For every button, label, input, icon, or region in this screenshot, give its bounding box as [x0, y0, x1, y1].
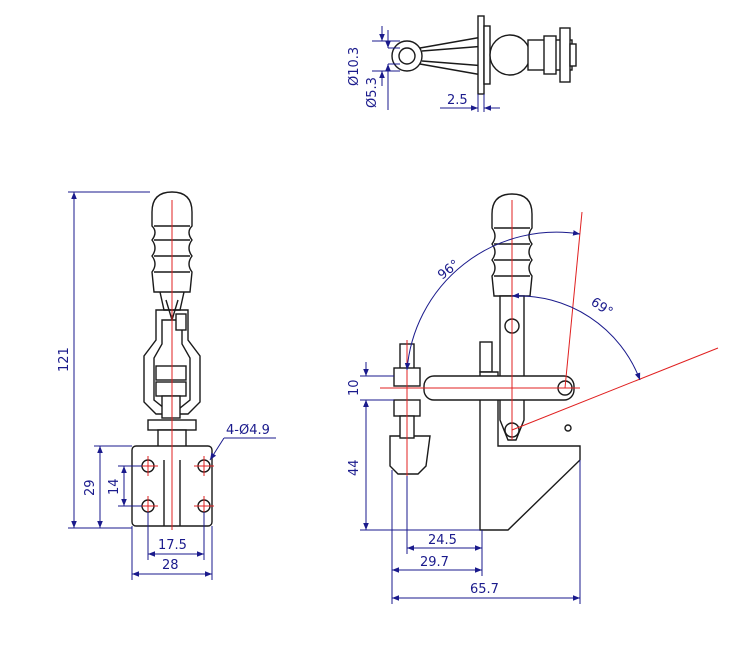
dim-base-reach: 29.7: [420, 555, 449, 570]
dim-holes: 4-Ø4.9: [226, 423, 270, 438]
front-view: 121 29 14 4-Ø4.9 17.5 28: [57, 191, 276, 580]
dim-spindle-height: 44: [347, 459, 362, 476]
dim-hole-spacing-vertical-inner: 14: [107, 478, 122, 495]
dim-outer-diameter: Ø10.3: [347, 47, 362, 86]
dim-thickness: 2.5: [447, 93, 468, 108]
dim-hole-spacing-vertical-outer: 29: [83, 479, 98, 496]
dim-total-height: 121: [57, 347, 72, 372]
dim-arm-open-angle: 69°: [588, 295, 615, 320]
dim-spindle-offset: 10: [347, 379, 362, 396]
side-view: 96° 69° 10 44 24.5 29.7 65.7: [347, 193, 719, 604]
dim-hole-spacing-horizontal: 17.5: [158, 538, 187, 553]
dim-base-width: 28: [162, 558, 179, 573]
top-view: Ø10.3 Ø5.3 2.5: [347, 15, 577, 112]
dim-handle-open-angle: 96°: [435, 257, 462, 283]
dim-arm-reach: 24.5: [428, 533, 457, 548]
dim-total-length: 65.7: [470, 582, 499, 597]
dim-inner-diameter: Ø5.3: [365, 77, 380, 108]
